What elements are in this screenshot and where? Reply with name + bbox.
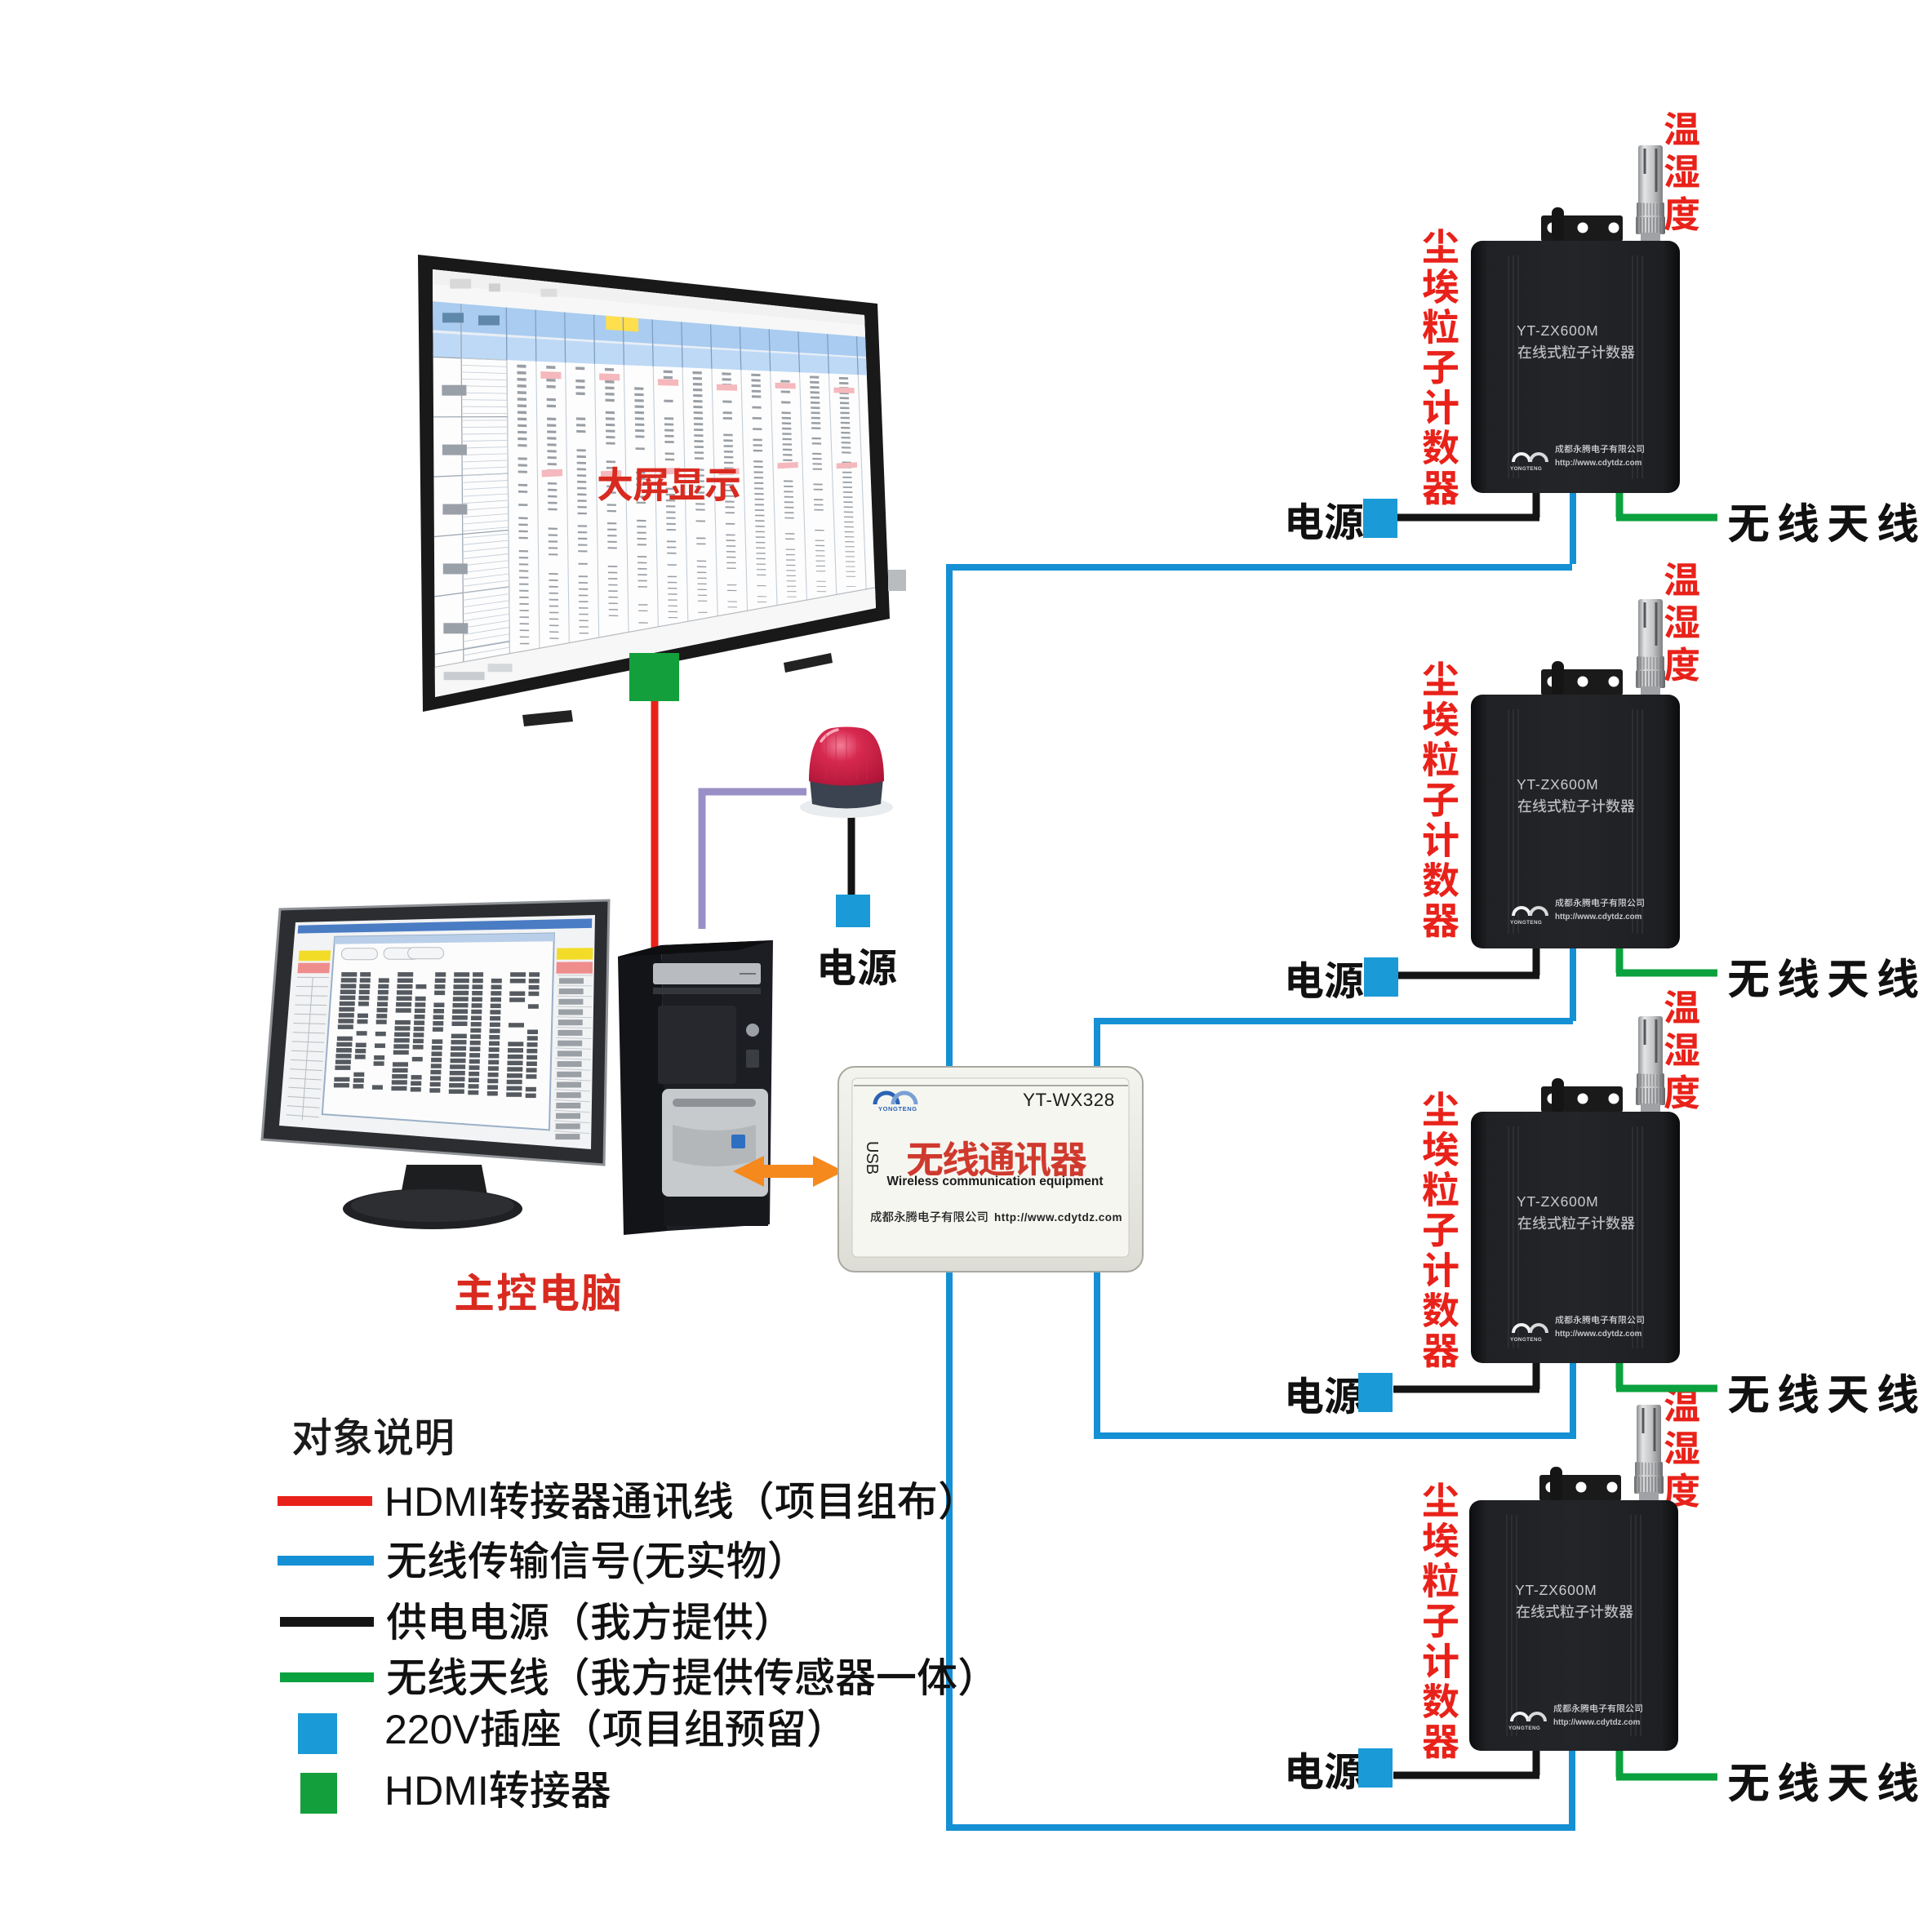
svg-text:Wireless communication equipme: Wireless communication equipment	[886, 1175, 1103, 1188]
svg-text:220V: 220V	[384, 1707, 480, 1752]
svg-text:http://www.cdytdz.com: http://www.cdytdz.com	[1555, 913, 1642, 922]
svg-text:http://www.cdytdz.com: http://www.cdytdz.com	[994, 1211, 1122, 1224]
svg-text:http://www.cdytdz.com: http://www.cdytdz.com	[1555, 459, 1642, 468]
svg-text:YONGTENG: YONGTENG	[1510, 1337, 1542, 1343]
svg-text:YT-ZX600M: YT-ZX600M	[1517, 322, 1599, 339]
svg-text:YONGTENG: YONGTENG	[1510, 920, 1542, 926]
svg-text:HDMI: HDMI	[384, 1479, 489, 1525]
svg-text:YONGTENG: YONGTENG	[878, 1105, 917, 1113]
svg-text:(: (	[631, 1539, 645, 1584]
svg-text:http://www.cdytdz.com: http://www.cdytdz.com	[1555, 1330, 1642, 1339]
svg-text:YONGTENG: YONGTENG	[1510, 466, 1542, 472]
svg-text:YT-WX328: YT-WX328	[1023, 1090, 1115, 1110]
svg-text:YT-ZX600M: YT-ZX600M	[1515, 1582, 1597, 1598]
svg-text:YONGTENG: YONGTENG	[1508, 1725, 1540, 1731]
svg-text:http://www.cdytdz.com: http://www.cdytdz.com	[1553, 1718, 1641, 1727]
svg-text:HDMI: HDMI	[384, 1768, 489, 1814]
svg-text:YT-ZX600M: YT-ZX600M	[1517, 1193, 1599, 1210]
svg-text:USB: USB	[863, 1141, 881, 1175]
svg-text:YT-ZX600M: YT-ZX600M	[1517, 776, 1599, 793]
